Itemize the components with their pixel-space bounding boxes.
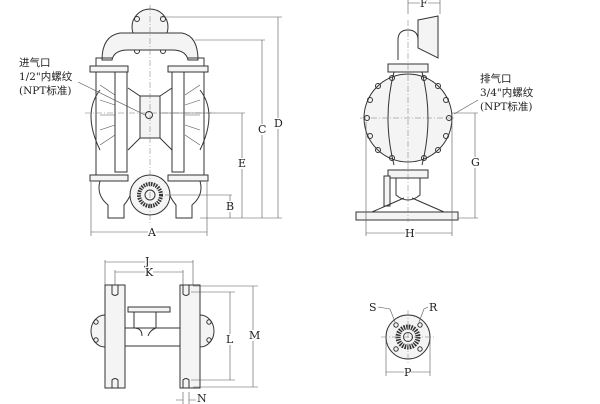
dim-label-c: C bbox=[258, 123, 267, 136]
dim-label-p: P bbox=[404, 366, 412, 379]
dim-label-e: E bbox=[238, 157, 247, 170]
dim-label-m: M bbox=[249, 329, 261, 342]
front-view bbox=[77, 5, 282, 236]
inlet-note: 进气口 1/2"内螺纹 (NPT标准) bbox=[19, 56, 72, 98]
dim-label-k: K bbox=[145, 266, 154, 279]
inlet-note-standard: (NPT标准) bbox=[19, 85, 72, 97]
flange-detail bbox=[377, 306, 435, 376]
dim-label-b: B bbox=[226, 200, 235, 213]
exhaust-note-standard: (NPT标准) bbox=[480, 101, 533, 113]
dim-label-f: F bbox=[420, 0, 428, 10]
bottom-view bbox=[90, 260, 258, 404]
dim-label-j: J bbox=[145, 255, 150, 268]
dim-label-s: S bbox=[369, 301, 377, 314]
inlet-note-thread: 1/2"内螺纹 bbox=[19, 71, 73, 83]
inlet-note-title: 进气口 bbox=[19, 57, 51, 69]
dim-label-a: A bbox=[148, 226, 156, 239]
dim-label-h: H bbox=[405, 227, 415, 240]
dim-label-r: R bbox=[429, 301, 438, 314]
dim-label-n: N bbox=[197, 392, 207, 404]
exhaust-note-thread: 3/4"内螺纹 bbox=[480, 87, 534, 99]
side-view bbox=[355, 0, 479, 236]
exhaust-note-title: 排气口 bbox=[480, 73, 512, 85]
exhaust-note: 排气口 3/4"内螺纹 (NPT标准) bbox=[480, 72, 533, 114]
dim-label-g: G bbox=[471, 156, 480, 169]
dim-label-l: L bbox=[226, 333, 234, 346]
dim-label-d: D bbox=[274, 117, 283, 130]
